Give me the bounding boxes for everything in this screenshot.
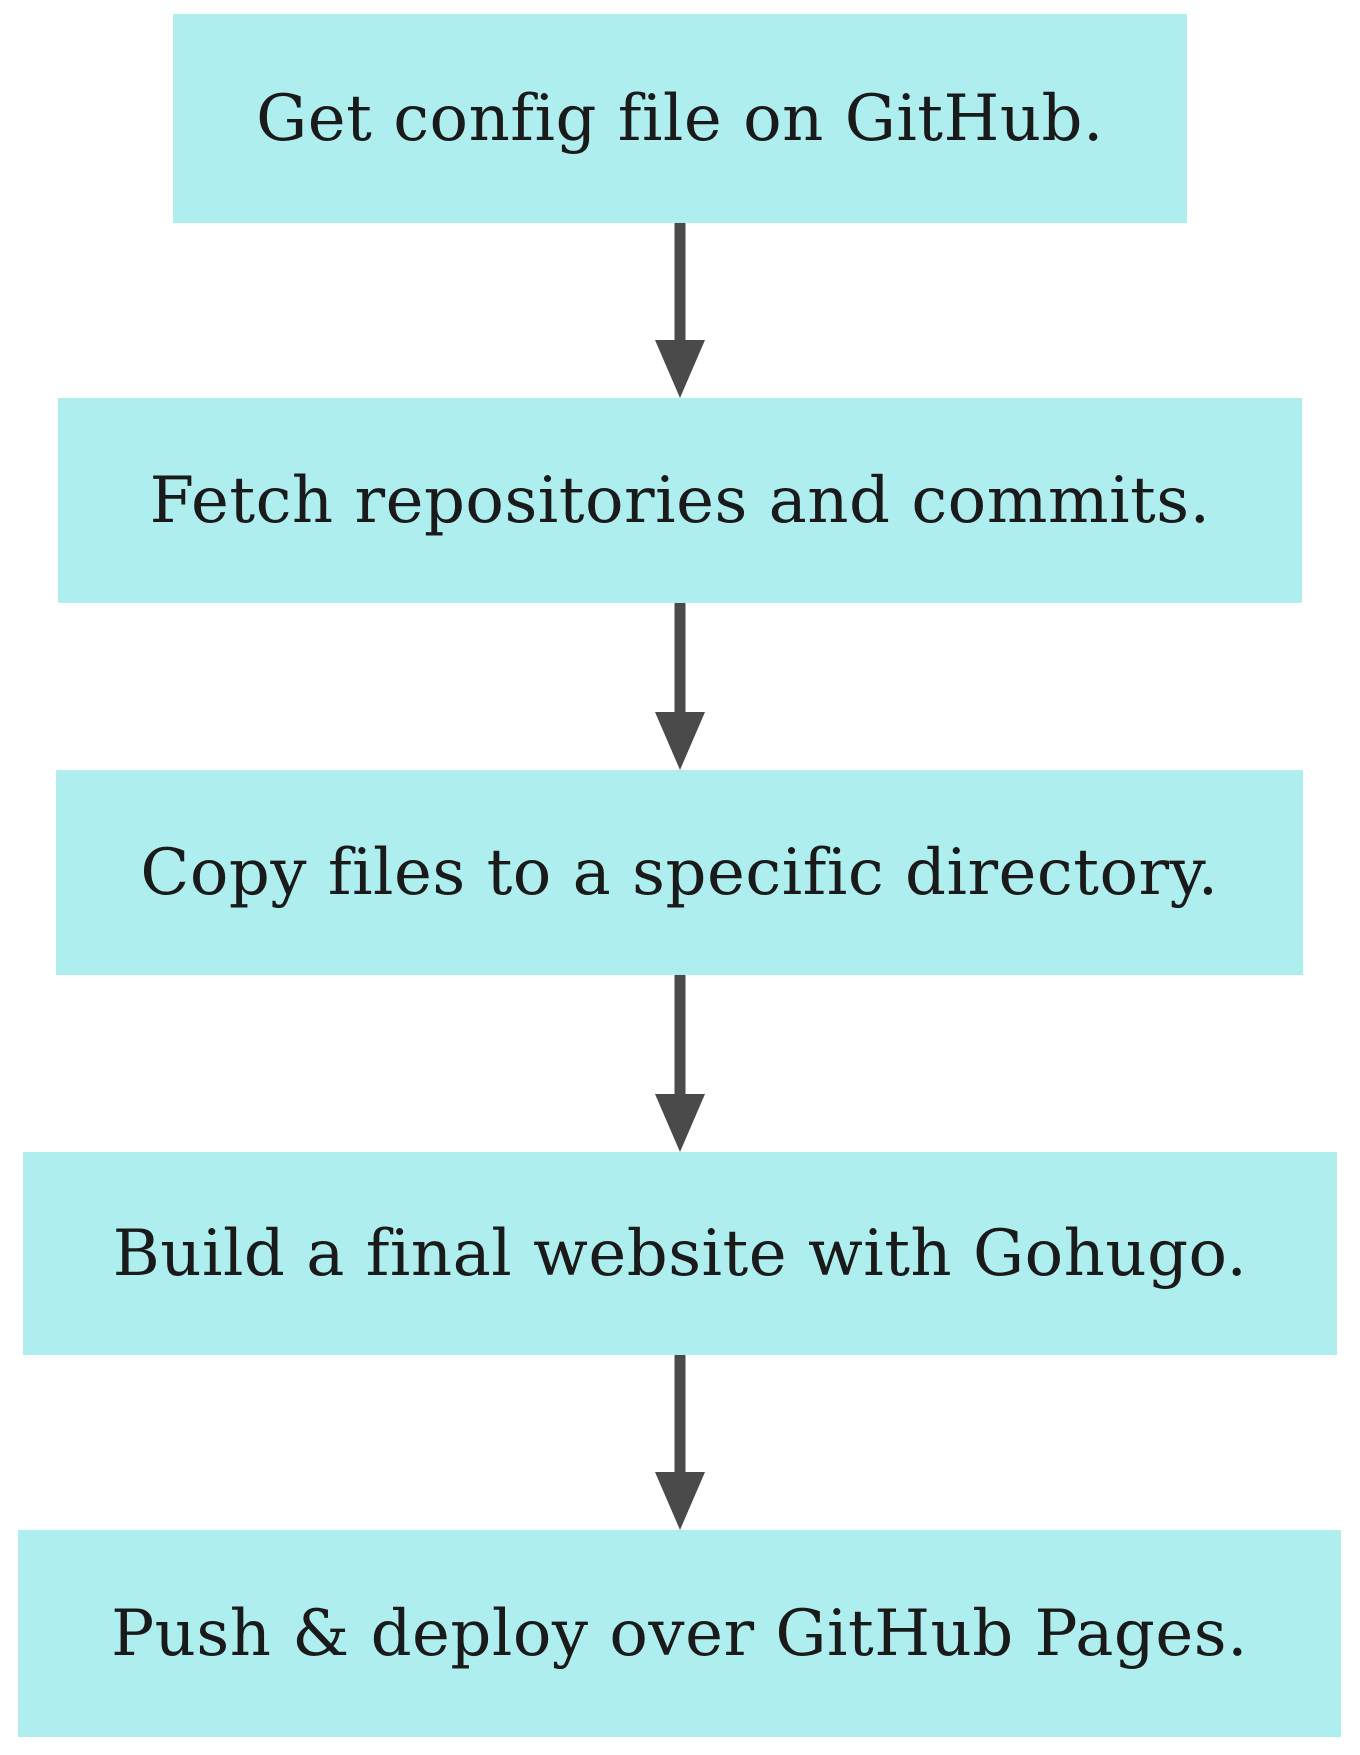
flowchart-node-step-2: Fetch repositories and commits. xyxy=(58,398,1302,603)
flow-arrow-step-2-to-step-3 xyxy=(655,603,705,770)
arrowhead-down-icon xyxy=(655,340,705,398)
arrowhead-down-icon xyxy=(655,712,705,770)
flowchart-node-step-1: Get config file on GitHub. xyxy=(173,14,1187,223)
arrow-shaft xyxy=(674,975,686,1098)
arrow-shaft xyxy=(674,1355,686,1476)
node-step-5-label: Push & deploy over GitHub Pages. xyxy=(111,1596,1248,1671)
node-step-3-label: Copy files to a specific directory. xyxy=(140,835,1219,910)
flowchart-node-step-3: Copy files to a specific directory. xyxy=(56,770,1303,975)
node-step-2-label: Fetch repositories and commits. xyxy=(149,463,1211,538)
flowchart-node-step-4: Build a final website with Gohugo. xyxy=(23,1152,1337,1355)
node-step-4-label: Build a final website with Gohugo. xyxy=(112,1216,1248,1291)
flowchart-node-step-5: Push & deploy over GitHub Pages. xyxy=(18,1530,1341,1737)
node-step-1-label: Get config file on GitHub. xyxy=(256,81,1104,156)
arrowhead-down-icon xyxy=(655,1472,705,1530)
flow-arrow-step-3-to-step-4 xyxy=(655,975,705,1152)
flow-arrow-step-4-to-step-5 xyxy=(655,1355,705,1530)
flow-arrow-step-1-to-step-2 xyxy=(655,223,705,398)
arrow-shaft xyxy=(674,603,686,716)
arrow-shaft xyxy=(674,223,686,344)
arrowhead-down-icon xyxy=(655,1094,705,1152)
